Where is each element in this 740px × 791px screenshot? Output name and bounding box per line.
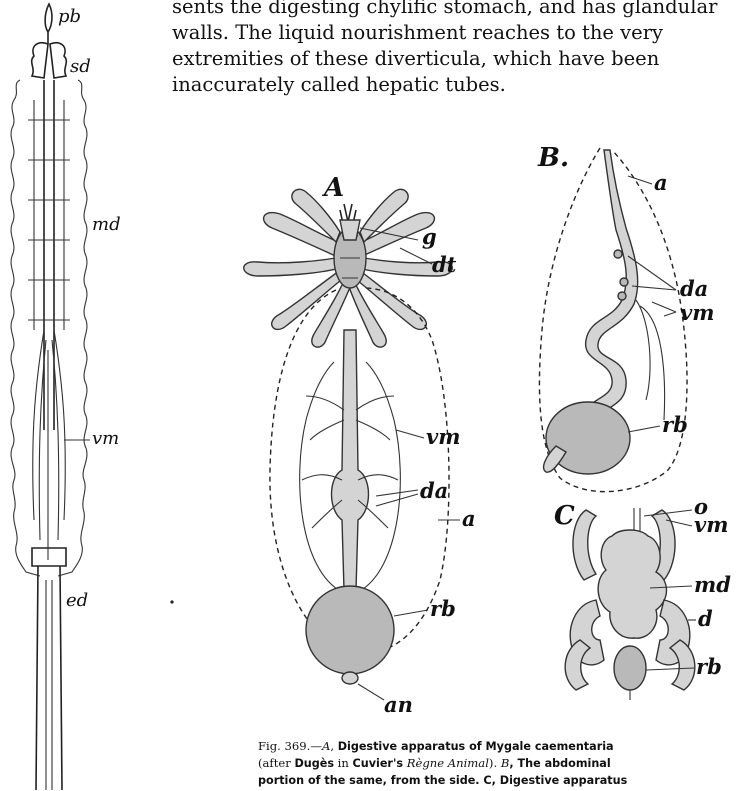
diverticulum-opening-1 [614,250,622,258]
panel-label-a: A [321,173,344,203]
anterior-lobe-right [50,43,66,78]
caption-fig-no: Fig. 369.— [258,739,322,753]
label-an: an [384,692,413,717]
panel-label-b: B. [537,143,569,173]
midgut-c [598,530,666,638]
label-rb-a: rb [430,596,456,621]
leader-an [358,684,384,700]
figure-caption: Fig. 369.—A, Digestive apparatus of Myga… [258,738,740,789]
figure-a: A [244,173,476,717]
leader-da-a [376,490,418,506]
label-d: d [698,606,713,631]
label-a-b: a [654,170,668,195]
left-tract-figure: pb sd md vm ed [11,4,121,790]
leader-vm-a [396,430,424,438]
diverticulum-right2-c [670,640,695,690]
leader-rb-a [394,610,428,616]
anterior-lobe-left [32,43,48,78]
panel-label-c: C [554,501,575,531]
caption-pre: (after [258,756,294,770]
leader-a-b [628,176,652,184]
leader-rb-b [628,426,660,432]
label-vm-a: vm [426,424,460,449]
pharyngeal-bulb [45,4,52,32]
rectal-bladder-a [306,586,394,674]
caption-line-2: (after Dugès in Cuvier's Règne Animal). … [258,755,740,772]
stray-dot [170,600,173,603]
malpighian-vessels-b [636,300,665,420]
label-vm-c: vm [694,512,728,537]
label-pb: pb [58,6,81,27]
label-rb-c: rb [696,654,722,679]
leader-dt [400,248,432,264]
label-rb-b: rb [662,412,688,437]
label-vm-left: vm [92,428,119,449]
label-a-a: a [462,506,476,531]
caption-regne: Règne Animal [407,756,489,770]
caption-duges: Dugès [294,757,334,770]
gut-lateral-ridges [34,100,64,330]
caption-in: in [334,756,353,770]
intestine-a [332,330,369,590]
intestine-b [586,150,638,416]
gizzard [340,220,360,240]
caption-line-3: portion of the same, from the side. C, D… [258,772,740,789]
label-da-a: da [420,478,448,503]
label-md: md [92,214,121,235]
rectal-bladder-c [614,646,646,690]
end-gut-inner [46,580,52,790]
figure-c: C o vm md d rb [554,494,731,700]
body-outline-left [11,80,40,576]
figure-b: B. a da vm rb [537,143,714,492]
label-g: g [422,224,437,249]
caption-tail: , The abdominal [509,757,610,770]
label-da-b: da [680,276,708,301]
label-ed: ed [66,590,88,611]
malpighian-tubes [33,330,66,560]
diverticulum-left2-c [565,640,590,690]
label-dt: dt [432,252,457,277]
label-sd: sd [70,56,91,77]
vm-tube-left-c [573,510,596,580]
caption-cuvier: Cuvier's [353,757,404,770]
caption-post: ). [489,756,501,770]
anus-a [342,672,358,684]
gut-junction [32,548,66,566]
end-gut [36,566,62,790]
diverticulum-opening-3 [618,292,626,300]
diverticulum-opening-2 [620,278,628,286]
caption-line1-text: Digestive apparatus of Mygale caementari… [338,740,614,753]
caption-a-letter: A [322,739,330,753]
label-vm-b: vm [680,300,714,325]
leader-vm-b [652,302,676,316]
body-outline-right [58,80,87,576]
label-md-c: md [694,572,731,597]
caption-line-1: Fig. 369.—A, Digestive apparatus of Myga… [258,738,740,755]
